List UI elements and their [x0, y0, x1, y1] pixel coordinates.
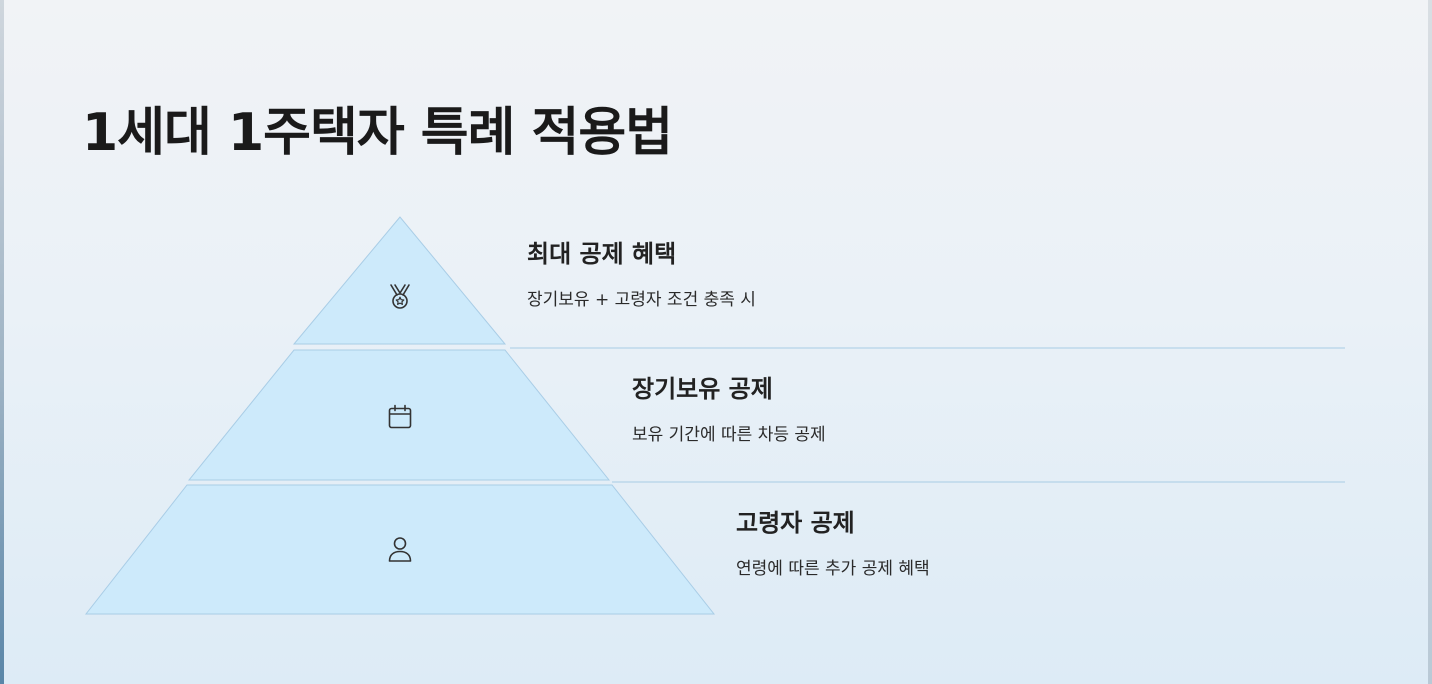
page-title: 1세대 1주택자 특례 적용법	[82, 103, 673, 163]
person-icon	[388, 537, 412, 562]
pyramid-tier-middle	[187, 349, 611, 481]
pyramid-tier-top	[292, 216, 507, 345]
tier-text-top: 최대 공제 혜택 장기보유 + 고령자 조건 충족 시	[527, 238, 756, 312]
calendar-icon	[388, 404, 412, 429]
tier-description: 보유 기간에 따른 차등 공제	[632, 425, 826, 445]
tier-text-bottom: 고령자 공제 연령에 따른 추가 공제 혜택	[736, 507, 930, 581]
tier-text-middle: 장기보유 공제 보유 기간에 따른 차등 공제	[632, 373, 826, 447]
tier-title: 고령자 공제	[736, 509, 855, 537]
medal-icon	[390, 284, 410, 309]
right-edge-strip	[1428, 0, 1432, 684]
tier-title: 최대 공제 혜택	[527, 240, 677, 268]
left-edge-strip	[0, 0, 4, 684]
tier-title: 장기보유 공제	[632, 375, 773, 403]
tier-description: 연령에 따른 추가 공제 혜택	[736, 559, 930, 579]
tier-description: 장기보유 + 고령자 조건 충족 시	[527, 290, 756, 310]
